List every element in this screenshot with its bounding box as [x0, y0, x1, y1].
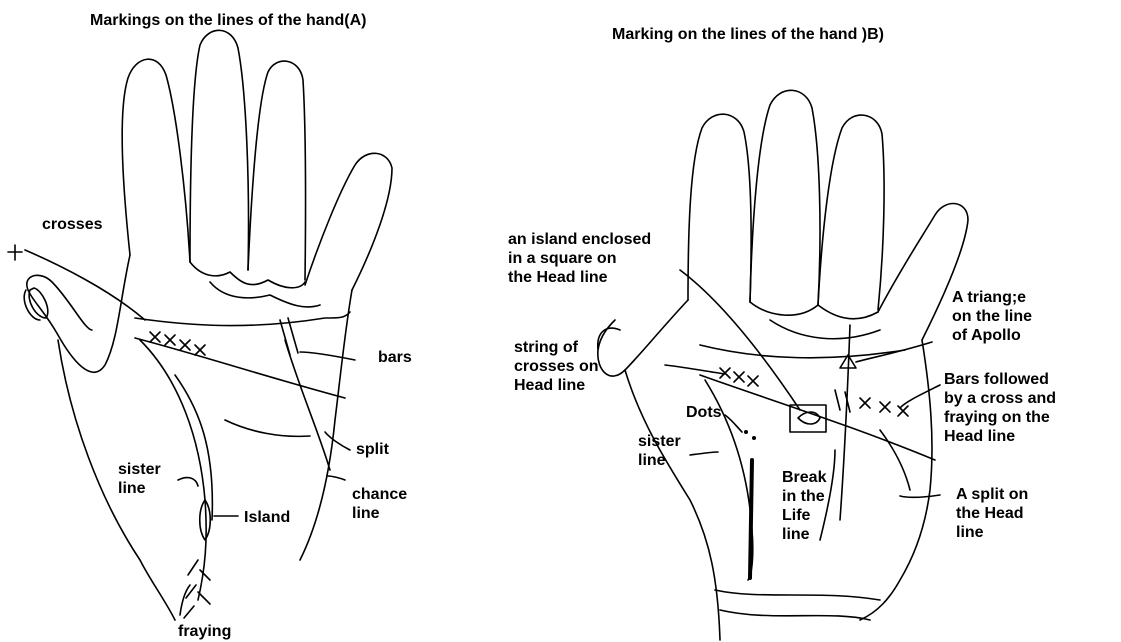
label-bars-cross: Bars followed by a cross and fraying on …: [944, 370, 1056, 446]
label-sister-line-b: sister line: [638, 432, 681, 470]
label-island-square: an island enclosed in a square on the He…: [508, 230, 651, 287]
label-split-head: A split on the Head line: [956, 485, 1028, 542]
label-triangle-apollo: A triang;e on the line of Apollo: [952, 288, 1032, 345]
label-break-life: Break in the Life line: [782, 468, 826, 544]
label-dots: Dots: [686, 403, 722, 422]
label-string-crosses: string of crosses on Head line: [514, 338, 598, 395]
